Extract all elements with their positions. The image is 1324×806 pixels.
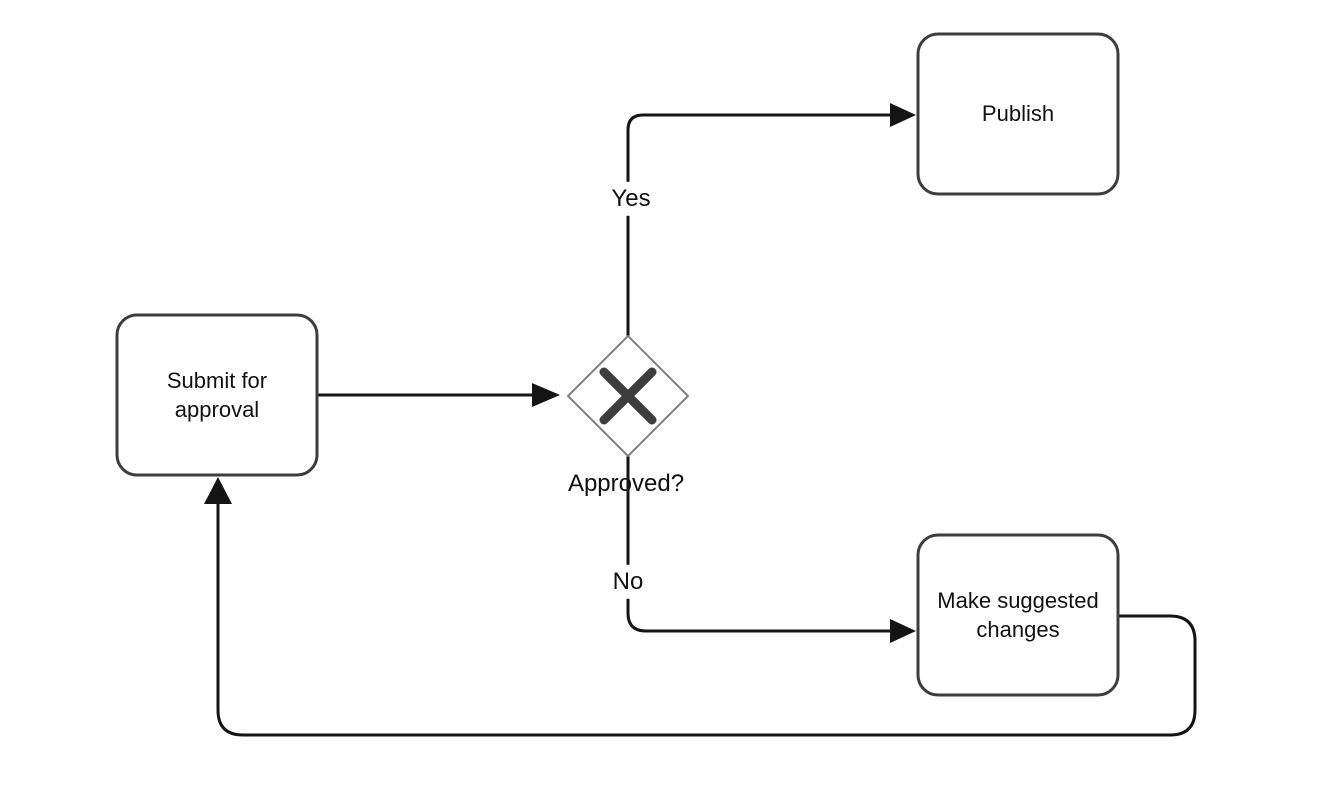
- arrowhead-icon: [532, 383, 560, 407]
- connector-line: [626, 113, 892, 336]
- connector-line: [626, 456, 892, 633]
- x-stroke: [599, 367, 657, 425]
- connector-submit-to-gateway: [317, 383, 560, 407]
- connector-changes-to-submit: [204, 477, 1197, 737]
- arrowhead-icon: [890, 103, 916, 127]
- node-submit-for-approval[interactable]: [115, 313, 319, 477]
- connector-gateway-to-changes: [626, 456, 916, 643]
- node-publish[interactable]: [916, 32, 1120, 196]
- connector-line: [216, 504, 1197, 737]
- connector-gateway-to-publish: [626, 103, 916, 336]
- gateway-approved[interactable]: [567, 335, 689, 457]
- arrowhead-icon: [204, 477, 232, 504]
- arrowhead-icon: [890, 619, 916, 643]
- node-make-suggested-changes[interactable]: [916, 533, 1120, 697]
- x-icon: [599, 367, 657, 425]
